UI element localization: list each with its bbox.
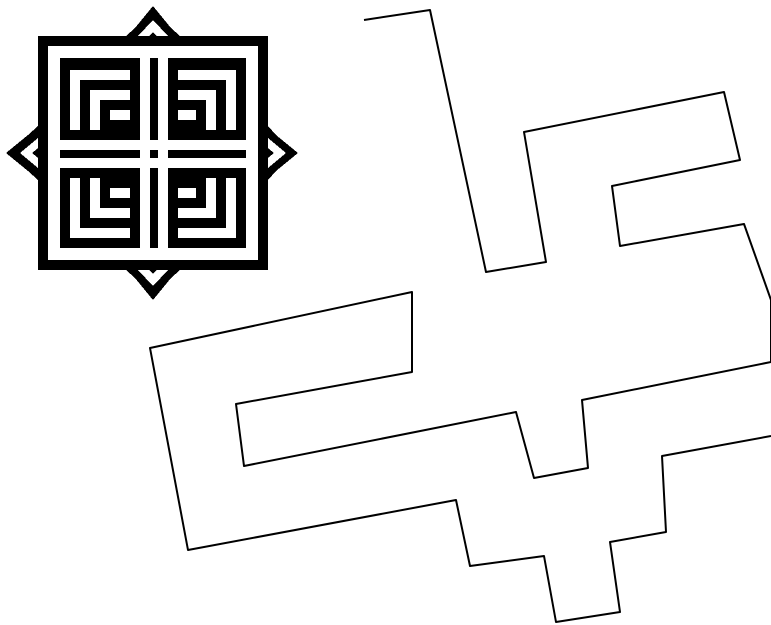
square-kufic-emblem (6, 6, 298, 300)
emblem-inner-field (32, 32, 274, 274)
